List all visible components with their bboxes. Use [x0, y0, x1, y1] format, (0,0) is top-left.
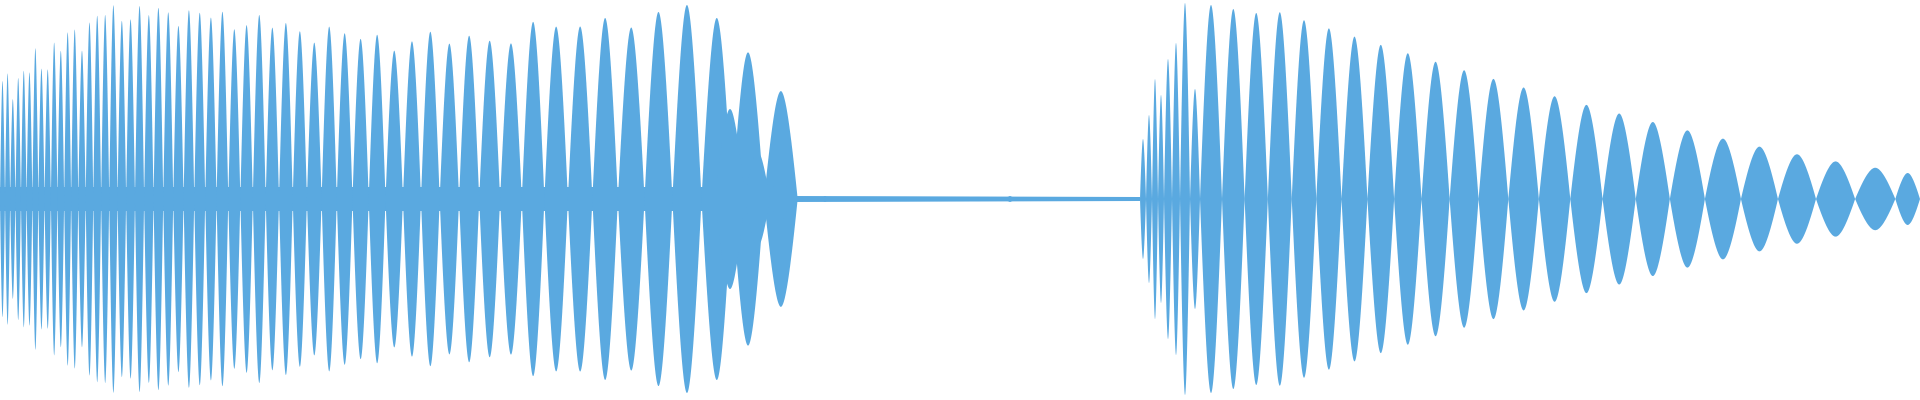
second-burst-pulse	[1449, 70, 1479, 328]
first-burst-pulse	[44, 69, 51, 329]
second-burst-pulse	[1570, 104, 1603, 294]
first-burst-pulse	[57, 50, 65, 348]
second-burst-onset-pulse	[1152, 79, 1158, 319]
first-burst-pulse	[644, 11, 673, 387]
first-burst-pulse	[0, 81, 5, 317]
second-burst-pulse	[1244, 13, 1268, 385]
first-burst-pulse	[228, 29, 241, 369]
first-burst-pulse	[78, 50, 86, 348]
second-burst-pulse	[1222, 9, 1245, 389]
first-burst-pulse	[402, 41, 421, 357]
second-burst-pulse	[1635, 121, 1670, 277]
first-burst-tail-pulse	[745, 151, 770, 247]
second-burst-pulse	[1669, 130, 1705, 268]
second-burst-pulse	[1855, 167, 1896, 231]
first-burst-pulse	[205, 17, 217, 381]
first-burst-pulse	[109, 5, 118, 393]
second-burst-pulse	[1538, 96, 1571, 302]
first-burst-pulse	[101, 15, 110, 383]
first-burst-pulse	[64, 32, 72, 366]
first-burst-pulse	[459, 35, 480, 363]
first-burst-pulse	[117, 20, 127, 378]
first-burst-pulse	[240, 25, 253, 373]
first-burst-pulse	[439, 43, 460, 355]
first-burst-pulse	[163, 12, 174, 386]
second-burst-onset-pulse	[1172, 43, 1180, 355]
first-burst-pulse	[279, 22, 293, 376]
first-burst-pulse	[15, 77, 21, 321]
second-burst-pulse	[1367, 44, 1395, 354]
first-burst-pulse	[38, 68, 45, 330]
first-burst-pulse	[385, 50, 403, 348]
first-burst-pulse	[216, 11, 229, 387]
first-burst-pulse	[617, 27, 645, 371]
first-burst-pulse	[521, 21, 545, 377]
second-burst-pulse	[1777, 154, 1817, 244]
first-burst-pulse	[500, 43, 522, 355]
second-burst-onset-pulse	[1146, 115, 1152, 283]
silence-line	[790, 196, 1140, 202]
first-burst-pulse	[306, 42, 322, 356]
first-burst-pulse	[194, 12, 206, 386]
second-burst-pulse	[1478, 78, 1509, 320]
second-burst-pulse	[1704, 138, 1741, 260]
second-burst-pulse	[1816, 161, 1856, 237]
second-burst-onset-pulse	[1140, 139, 1146, 259]
first-burst-pulse	[144, 15, 154, 383]
second-burst-onset-pulse	[1158, 95, 1164, 303]
first-burst-pulse	[183, 10, 195, 388]
first-burst-pulse	[71, 29, 79, 369]
silence-blip	[930, 197, 940, 201]
first-burst-pulse	[567, 26, 593, 372]
first-burst-pulse	[20, 70, 27, 328]
second-burst-pulse	[1895, 173, 1920, 225]
first-burst-pulse	[592, 18, 618, 380]
second-burst-pulse	[1200, 5, 1222, 393]
first-burst-pulse	[352, 38, 369, 360]
second-burst-pulse	[1341, 36, 1368, 362]
second-burst-pulse	[1421, 61, 1450, 337]
second-burst-onset-pulse	[1164, 59, 1172, 339]
second-burst-pulse	[1508, 87, 1539, 311]
first-burst-pulse	[134, 6, 145, 392]
second-burst-pulse	[1740, 146, 1778, 252]
silence-blip	[1060, 197, 1070, 201]
first-burst-pulse	[420, 31, 440, 367]
first-burst-pulse	[479, 40, 501, 358]
silence-blip	[1110, 197, 1120, 201]
second-burst-pulse	[1316, 28, 1342, 370]
first-burst-pulse	[173, 25, 184, 373]
first-burst-pulse	[26, 72, 33, 326]
first-burst-tail-pulse	[770, 175, 790, 223]
second-burst-onset-pulse	[1180, 3, 1190, 395]
first-burst-pulse	[5, 73, 11, 325]
first-burst-pulse	[321, 26, 337, 372]
first-burst-pulse	[93, 15, 102, 383]
first-burst-pulse	[50, 42, 58, 356]
first-burst-tail-pulse	[715, 109, 745, 289]
silence-blip	[1005, 196, 1015, 202]
first-burst-pulse	[10, 99, 16, 299]
second-burst-pulse	[1602, 113, 1636, 285]
first-burst-pulse	[153, 7, 164, 391]
first-burst-pulse	[672, 5, 702, 393]
second-burst-pulse	[1394, 53, 1422, 345]
second-burst-pulse	[1267, 12, 1292, 386]
second-burst-pulse	[1291, 20, 1317, 378]
first-burst-pulse	[292, 31, 307, 367]
waveform-shapes	[0, 3, 1920, 395]
first-burst-pulse	[126, 19, 135, 379]
first-burst-pulse	[265, 27, 279, 371]
second-burst-onset-pulse	[1190, 89, 1200, 309]
first-burst-pulse	[85, 22, 94, 376]
silence-blip	[870, 197, 880, 201]
first-burst-pulse	[544, 26, 568, 372]
first-burst-pulse	[336, 33, 353, 365]
first-burst-pulse	[252, 14, 266, 384]
silence-blip	[820, 196, 830, 202]
first-burst-pulse	[32, 48, 39, 350]
first-burst-pulse	[368, 34, 386, 364]
